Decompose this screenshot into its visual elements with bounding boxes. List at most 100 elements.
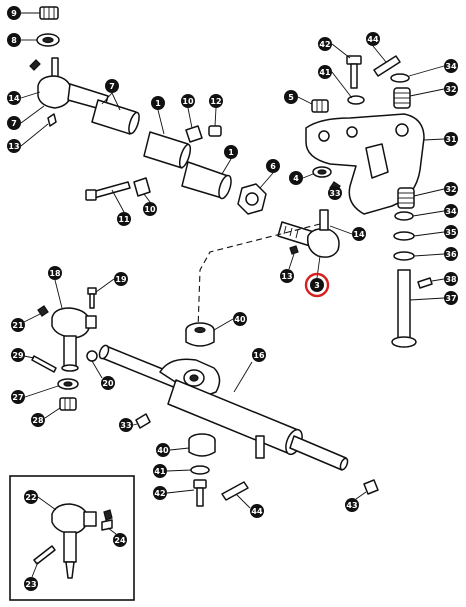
callout-circle <box>156 443 170 457</box>
washer-part-41-lower <box>166 465 210 475</box>
callout-c19: 19 <box>114 272 128 286</box>
callout-circle <box>224 145 238 159</box>
callout-circle <box>31 413 45 427</box>
callout-number: 12 <box>210 97 221 106</box>
callout-c40b: 40 <box>156 443 170 457</box>
callout-circle <box>119 418 133 432</box>
callout-number: 43 <box>346 501 357 510</box>
callout-circle <box>181 94 195 108</box>
callout-c10b: 10 <box>143 202 157 216</box>
callout-circle <box>328 186 342 200</box>
callout-circle <box>444 182 458 196</box>
callout-number: 35 <box>445 228 457 237</box>
nut-part-14-right <box>329 225 353 235</box>
callout-c18: 18 <box>48 266 62 280</box>
fitting-part-43 <box>355 479 379 500</box>
callout-circle <box>209 94 223 108</box>
callout-circle <box>444 272 458 286</box>
callout-number: 11 <box>118 215 130 224</box>
callout-circle <box>7 6 21 20</box>
callout-number: 38 <box>445 275 457 284</box>
callout-c35: 35 <box>444 225 458 239</box>
callout-number: 34 <box>445 62 457 71</box>
callout-circle <box>318 65 332 79</box>
callout-number: 13 <box>281 272 292 281</box>
callout-circle <box>444 204 458 218</box>
roll-pin-part-38 <box>417 277 445 289</box>
callout-c37: 37 <box>444 291 458 305</box>
callout-c13a: 13 <box>7 139 21 153</box>
callout-circle <box>252 348 266 362</box>
callout-circle <box>24 577 38 591</box>
callout-c11: 11 <box>117 212 131 226</box>
callout-c10a: 10 <box>181 94 195 108</box>
callout-c44b: 44 <box>250 504 264 518</box>
bushing-part-40-lower <box>169 433 216 457</box>
seal-part-8 <box>21 33 60 47</box>
callout-number: 7 <box>11 119 17 128</box>
callout-number: 32 <box>445 185 456 194</box>
callout-circle <box>7 139 21 153</box>
nut-part-28 <box>44 397 77 419</box>
bolt-part-11 <box>85 181 131 213</box>
callout-number: 28 <box>32 416 44 425</box>
callout-c33b: 33 <box>119 418 133 432</box>
callout-circle <box>143 202 157 216</box>
clamp-part-10-lower <box>133 177 151 203</box>
callout-circle <box>289 171 303 185</box>
callout-number: 14 <box>8 94 20 103</box>
callout-circle <box>151 96 165 110</box>
callout-circle <box>366 32 380 46</box>
callout-number: 8 <box>11 36 17 45</box>
callout-number: 10 <box>182 97 194 106</box>
callout-circle <box>233 312 247 326</box>
callout-c41a: 41 <box>318 65 332 79</box>
callout-circle <box>153 486 167 500</box>
spring-part-32-top <box>393 87 445 109</box>
inset-box <box>9 475 135 601</box>
callout-number: 40 <box>234 315 246 324</box>
steering-arm-bracket-part-31 <box>305 113 445 215</box>
callout-c22: 22 <box>24 490 38 504</box>
callout-circle <box>444 132 458 146</box>
callout-number: 6 <box>270 162 276 171</box>
callout-number: 4 <box>293 174 299 183</box>
callout-number: 27 <box>12 393 23 402</box>
callout-number: 40 <box>157 446 169 455</box>
grease-fitting-part-44-lower <box>221 481 251 509</box>
bolt-part-42-lower <box>166 479 207 507</box>
callout-number: 22 <box>25 493 36 502</box>
nut-part-20 <box>86 350 103 379</box>
callout-c41b: 41 <box>153 464 167 478</box>
callout-number: 5 <box>288 93 294 102</box>
callout-number: 1 <box>228 148 234 157</box>
spindle-inset-part-22 <box>37 496 97 579</box>
tie-rod-end-part-3 <box>277 209 340 279</box>
callout-c7b: 7 <box>105 79 119 93</box>
callout-c16: 16 <box>252 348 266 362</box>
callout-circle <box>310 278 324 292</box>
callout-c5: 5 <box>284 90 298 104</box>
sleeve-part-1-second <box>181 158 232 200</box>
callout-c1a: 1 <box>151 96 165 110</box>
castle-nut-part-5 <box>297 96 329 113</box>
callout-number: 29 <box>12 351 24 360</box>
spring-part-32-lower <box>397 187 445 209</box>
callout-number: 23 <box>25 580 36 589</box>
callout-c23: 23 <box>24 577 38 591</box>
dashed-reference-line <box>197 223 321 331</box>
hex-nut-part-6 <box>237 172 274 215</box>
callout-c3: 3 <box>304 272 330 298</box>
callout-c6: 6 <box>266 159 280 173</box>
callout-c21: 21 <box>11 318 25 332</box>
callout-c14b: 14 <box>352 227 366 241</box>
callout-circle <box>345 498 359 512</box>
callout-circle <box>113 533 127 547</box>
spindle-knuckle-part-18 <box>51 279 97 372</box>
bushing-part-40-middle <box>185 318 234 347</box>
callout-circle <box>250 504 264 518</box>
callout-number: 19 <box>115 275 127 284</box>
callout-circle <box>7 116 21 130</box>
callout-c13b: 13 <box>280 269 294 283</box>
